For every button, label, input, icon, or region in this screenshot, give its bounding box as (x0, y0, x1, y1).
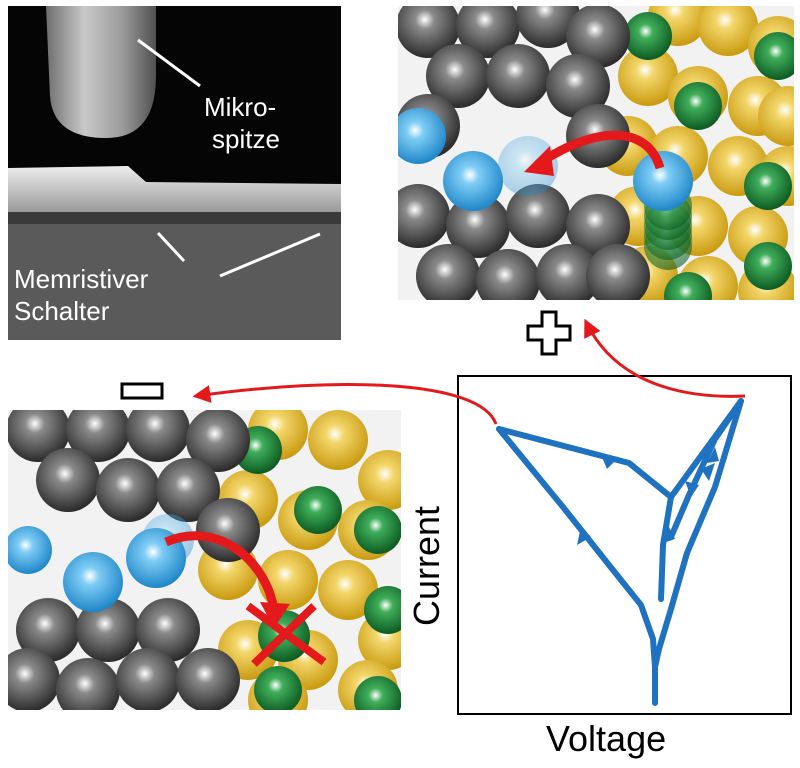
tip-label-line2: spitze (212, 124, 280, 154)
green-atom (624, 12, 672, 60)
gray-atom (136, 598, 200, 662)
gold-atom (358, 450, 401, 510)
gray-atom (416, 244, 480, 300)
gray-atom (566, 194, 630, 258)
gray-atom (8, 410, 70, 462)
arrow-head (524, 146, 554, 176)
blue-ion (633, 151, 693, 211)
gray-atom (426, 44, 490, 108)
atomic-model-top-svg (398, 6, 794, 300)
gray-atom (186, 410, 250, 472)
gray-atom (66, 410, 130, 462)
iv-curve-plot (457, 375, 792, 715)
iv-curve-inner-branch (658, 494, 674, 602)
green-atom (254, 666, 302, 710)
blue-ion-ghost (498, 136, 558, 196)
switch-pointer-line (156, 231, 186, 263)
curve-arrow-6 (663, 527, 675, 543)
set-transition-arrow (584, 318, 746, 398)
film-layer (8, 166, 341, 212)
green-atom (364, 586, 401, 634)
tip-pointer-line (137, 38, 201, 88)
substrate (8, 224, 341, 340)
gray-atom (566, 6, 630, 68)
green-atom (754, 32, 794, 80)
curve-arrow-2 (577, 527, 591, 545)
gray-atom (36, 448, 100, 512)
curve-arrow-5 (685, 481, 699, 497)
gray-atom (486, 44, 550, 108)
green-atom (354, 676, 401, 710)
iv-curve-svg (496, 398, 744, 706)
gray-atom (456, 6, 520, 58)
gray-atom (398, 6, 460, 58)
blue-ion (398, 108, 446, 164)
gray-atom (516, 6, 580, 48)
switch-label-line2: Schalter (14, 296, 110, 326)
cross-mark-icon (245, 602, 327, 667)
gold-atom (618, 46, 678, 106)
green-atom (744, 162, 792, 210)
green-atom (744, 242, 792, 290)
green-atom (674, 82, 722, 130)
microtip-shape (46, 6, 156, 138)
atomic-model-bottom-svg (8, 410, 401, 710)
gold-atom (318, 560, 378, 620)
gray-atom (586, 244, 650, 300)
gray-atom (476, 249, 540, 300)
blue-ion (443, 151, 503, 211)
green-atom (664, 272, 712, 300)
gray-atom (126, 410, 190, 462)
atomic-model-reset-state (8, 410, 401, 710)
gold-atom (308, 410, 368, 470)
switch-pointer-line-2 (219, 232, 321, 278)
gray-atom (506, 184, 570, 248)
blue-ion (63, 552, 123, 612)
curve-arrow-1 (601, 455, 619, 469)
green-atom (294, 486, 342, 534)
gray-atom (176, 648, 240, 710)
gold-atom (698, 6, 758, 56)
gray-atom (446, 194, 510, 258)
sem-micrograph: Mikro- spitze Memristiver Schalter (8, 6, 341, 340)
switch-label-line1: Memristiver (14, 264, 149, 294)
blue-ion (8, 526, 52, 574)
gray-atom (76, 598, 140, 662)
curve-arrow-4 (707, 447, 719, 463)
gray-atom (156, 458, 220, 522)
x-axis-label: Voltage (546, 718, 667, 759)
iv-curve-reset-branch (496, 426, 658, 670)
curve-arrow-7 (701, 463, 715, 481)
gray-atom (536, 244, 600, 300)
gray-atom (546, 54, 610, 118)
gray-atom (398, 184, 450, 248)
gray-atom (56, 658, 120, 710)
iv-curve-return-branch (668, 398, 744, 540)
iv-curve-set-branch (496, 398, 744, 706)
arrow-head (260, 602, 290, 628)
atomic-model-set-state (398, 6, 794, 300)
curved-arrow-icon (535, 130, 665, 170)
plus-icon (526, 310, 572, 356)
gray-atom (16, 598, 80, 662)
reset-transition-arrow (192, 382, 498, 425)
green-atom (354, 506, 401, 554)
tip-label-line1: Mikro- (204, 92, 277, 122)
gray-atom (196, 498, 260, 562)
minus-icon (120, 382, 164, 400)
gray-atom (8, 648, 60, 710)
sem-image (8, 6, 341, 340)
curved-arrow-icon (164, 531, 279, 611)
gold-atom (758, 86, 794, 146)
gray-atom (116, 648, 180, 710)
gray-atom (96, 458, 160, 522)
